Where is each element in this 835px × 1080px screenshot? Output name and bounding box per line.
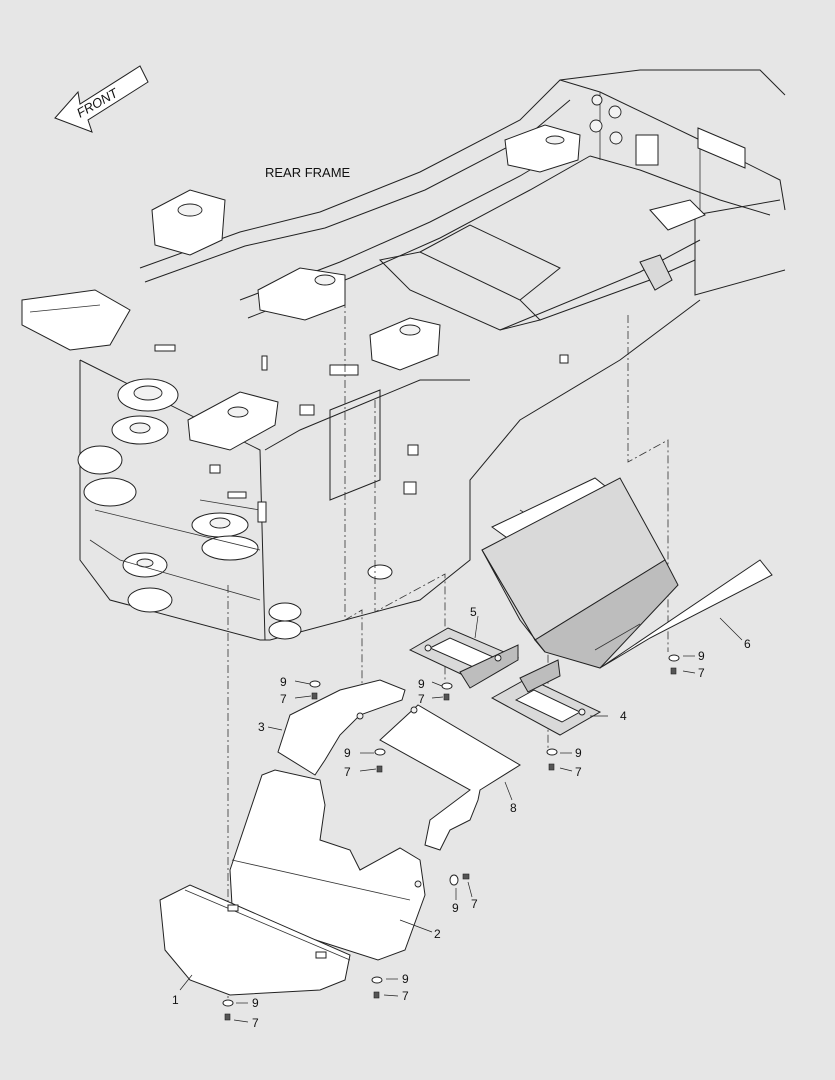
washer-callout: 9: [252, 996, 259, 1010]
washer-callout: 9: [402, 972, 409, 986]
bolt-callout: 7: [280, 692, 287, 706]
part-8-plate: [379, 704, 521, 851]
washer-callout: 9: [418, 677, 425, 691]
part-3-label: 3: [258, 720, 265, 734]
washer-callout: 9: [698, 649, 705, 663]
rear-frame: [21, 69, 786, 641]
bolt-callout: 7: [402, 989, 409, 1003]
part-1-label: 1: [172, 993, 179, 1007]
front-arrow: FRONT: [54, 65, 149, 133]
part-6-label: 6: [744, 637, 751, 651]
rear-frame-label: REAR FRAME: [265, 165, 351, 180]
part-5-label: 5: [470, 605, 477, 619]
leader-lines: [179, 615, 743, 1023]
part-numbers: 1 2 3 4 5 6 8 9 7 9 7 9 7 9 7 9 7 9 7 9 …: [172, 605, 751, 1030]
washer-callout: 9: [344, 746, 351, 760]
washer-callout: 9: [280, 675, 287, 689]
washer-callout: 9: [452, 901, 459, 915]
part-5-bracket: [408, 627, 520, 689]
part-3-plate: [277, 679, 406, 776]
fasteners: [222, 654, 680, 1021]
part-6-cover: [481, 477, 773, 669]
bolt-callout: 7: [698, 666, 705, 680]
part-4-label: 4: [620, 709, 627, 723]
bolt-callout: 7: [252, 1016, 259, 1030]
washer-callout: 9: [575, 746, 582, 760]
bolt-callout: 7: [575, 765, 582, 779]
part-2-label: 2: [434, 927, 441, 941]
part-1-plate: [159, 884, 351, 996]
bolt-callout: 7: [344, 765, 351, 779]
part-4-bracket: [490, 659, 602, 736]
bolt-callout: 7: [471, 897, 478, 911]
bolt-callout: 7: [418, 692, 425, 706]
part-8-label: 8: [510, 801, 517, 815]
